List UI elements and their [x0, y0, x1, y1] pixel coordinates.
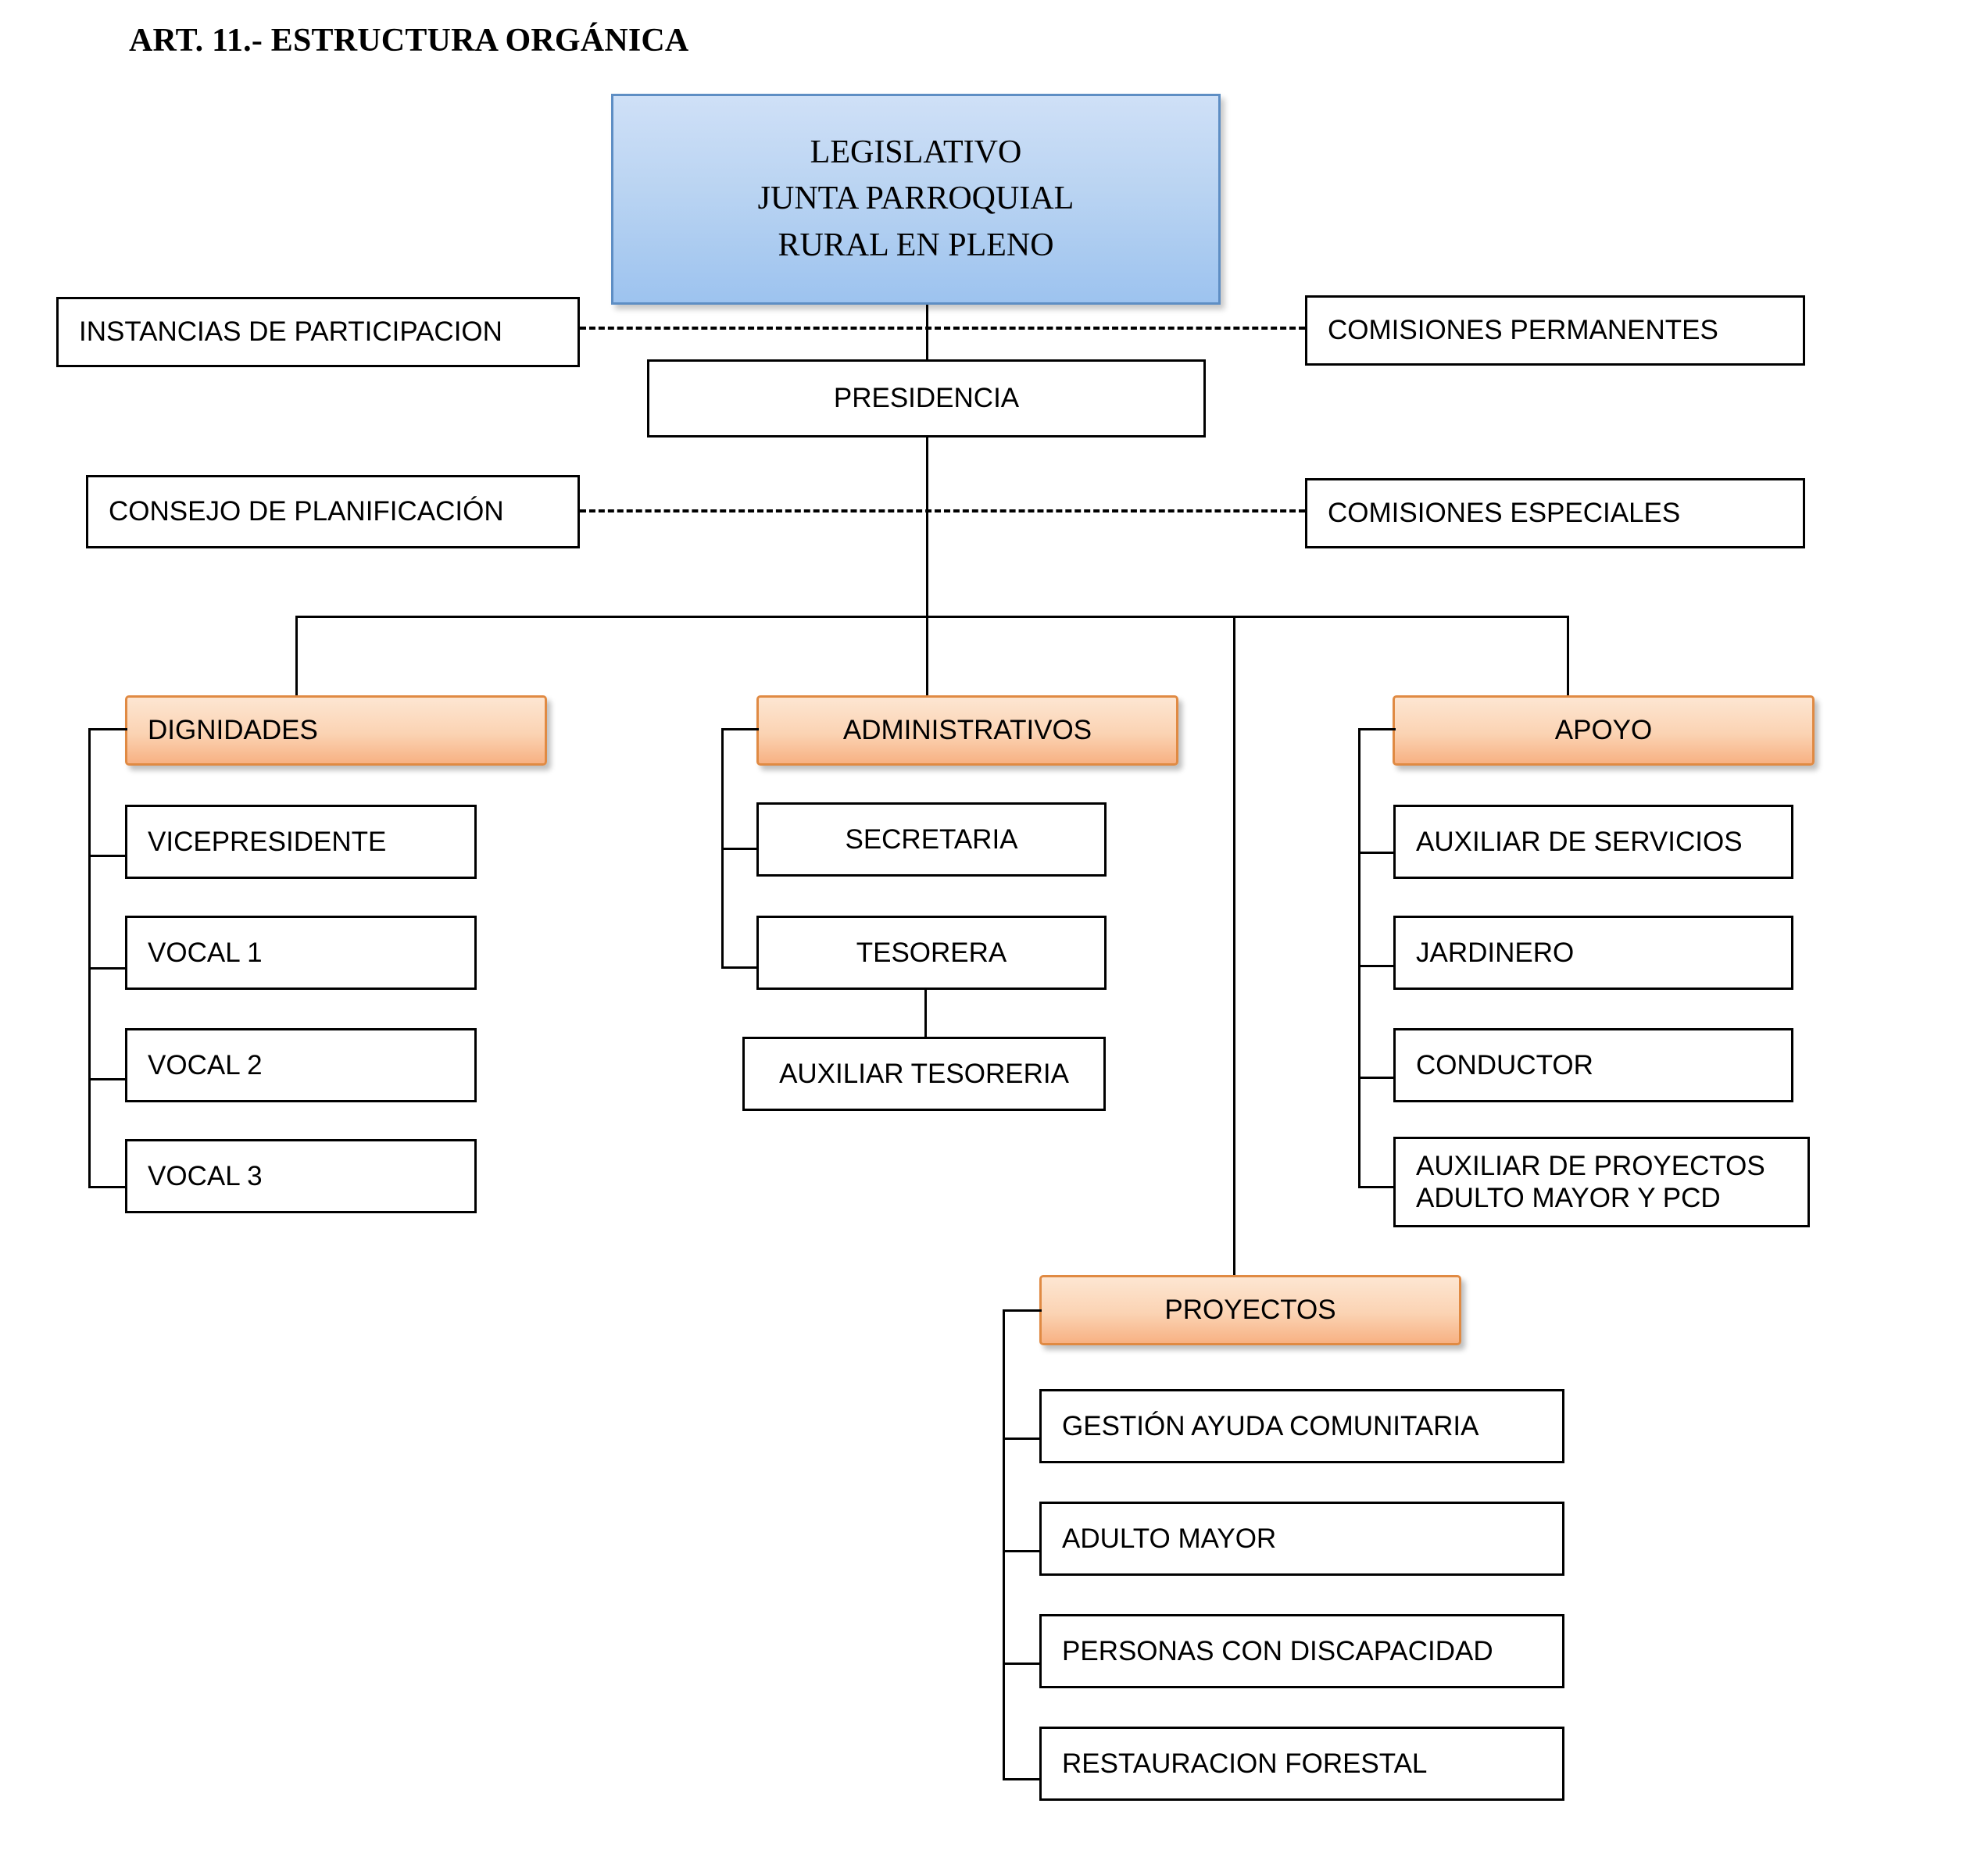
node-restauracion-forestal[interactable]: RESTAURACION FORESTAL	[1039, 1727, 1564, 1801]
auxiliar-proyectos-line-2: ADULTO MAYOR Y PCD	[1416, 1183, 1721, 1213]
top-box-line-1: LEGISLATIVO	[810, 134, 1022, 170]
bracket-spine-apoyo	[1358, 728, 1360, 1186]
dashed-connector-top	[580, 327, 1305, 330]
group-header-administrativos[interactable]: ADMINISTRATIVOS	[756, 695, 1178, 766]
bracket-spine-dignidades	[88, 728, 91, 1186]
node-vocal-2[interactable]: VOCAL 2	[125, 1028, 477, 1102]
auxiliar-servicios-label: AUXILIAR DE SERVICIOS	[1416, 826, 1743, 857]
page-title: ART. 11.- ESTRUCTURA ORGÁNICA	[129, 23, 689, 59]
secretaria-label: SECRETARIA	[845, 823, 1018, 855]
bracket-stub-proyectos-header	[1003, 1309, 1042, 1312]
dignidades-label: DIGNIDADES	[148, 715, 318, 746]
bracket-stub-secretaria	[721, 848, 759, 850]
comisiones-especiales-label: COMISIONES ESPECIALES	[1328, 498, 1681, 529]
trunk-line-top	[926, 305, 928, 372]
drop-to-apoyo	[1567, 616, 1569, 702]
bracket-stub-auxiliar-servicios	[1358, 852, 1396, 854]
node-personas-con-discapacidad[interactable]: PERSONAS CON DISCAPACIDAD	[1039, 1614, 1564, 1688]
connector-tesorera-to-auxiliar	[924, 990, 927, 1037]
bracket-stub-dignidades-header	[88, 728, 127, 730]
bracket-stub-tesorera	[721, 966, 759, 969]
node-comisiones-permanentes[interactable]: COMISIONES PERMANENTES	[1305, 295, 1805, 366]
tesorera-label: TESORERA	[856, 937, 1007, 968]
presidencia-label: PRESIDENCIA	[833, 383, 1020, 414]
group-header-proyectos[interactable]: PROYECTOS	[1039, 1275, 1461, 1345]
drop-to-proyectos	[1233, 616, 1235, 1278]
bracket-stub-auxiliar-proyectos	[1358, 1186, 1396, 1188]
auxiliar-tesoreria-label: AUXILIAR TESORERIA	[779, 1058, 1069, 1089]
bracket-stub-vocal-2	[88, 1078, 127, 1080]
dashed-connector-bottom	[580, 509, 1305, 512]
group-distribution-bar	[295, 616, 1569, 618]
node-instancias-de-participacion[interactable]: INSTANCIAS DE PARTICIPACION	[56, 297, 580, 367]
gestion-ayuda-label: GESTIÓN AYUDA COMUNITARIA	[1062, 1410, 1479, 1441]
restauracion-forestal-label: RESTAURACION FORESTAL	[1062, 1748, 1428, 1779]
node-gestion-ayuda-comunitaria[interactable]: GESTIÓN AYUDA COMUNITARIA	[1039, 1389, 1564, 1463]
drop-to-administrativos	[926, 616, 928, 702]
bracket-stub-administrativos-header	[721, 728, 759, 730]
bracket-stub-personas-discapacidad	[1003, 1662, 1042, 1665]
node-vicepresidente[interactable]: VICEPRESIDENTE	[125, 805, 477, 879]
apoyo-label: APOYO	[1554, 715, 1653, 746]
bracket-stub-vocal-1	[88, 967, 127, 970]
group-header-dignidades[interactable]: DIGNIDADES	[125, 695, 547, 766]
bracket-stub-restauracion-forestal	[1003, 1778, 1042, 1780]
administrativos-label: ADMINISTRATIVOS	[842, 715, 1092, 746]
conductor-label: CONDUCTOR	[1416, 1049, 1593, 1080]
node-auxiliar-tesoreria[interactable]: AUXILIAR TESORERIA	[742, 1037, 1106, 1111]
node-adulto-mayor[interactable]: ADULTO MAYOR	[1039, 1502, 1564, 1576]
node-comisiones-especiales[interactable]: COMISIONES ESPECIALES	[1305, 478, 1805, 548]
bracket-stub-conductor	[1358, 1077, 1396, 1079]
bracket-stub-apoyo-header	[1358, 728, 1396, 730]
vocal-1-label: VOCAL 1	[148, 937, 263, 968]
node-tesorera[interactable]: TESORERA	[756, 916, 1107, 990]
bracket-stub-vocal-3	[88, 1186, 127, 1188]
top-box-line-3: RURAL EN PLENO	[778, 227, 1054, 263]
vocal-2-label: VOCAL 2	[148, 1049, 263, 1080]
bracket-stub-adulto-mayor	[1003, 1550, 1042, 1552]
node-legislativo-junta-parroquial[interactable]: LEGISLATIVO JUNTA PARROQUIAL RURAL EN PL…	[611, 94, 1221, 305]
top-box-line-2: JUNTA PARROQUIAL	[757, 180, 1074, 217]
proyectos-label: PROYECTOS	[1164, 1295, 1336, 1326]
bracket-spine-proyectos	[1003, 1309, 1005, 1778]
node-vocal-1[interactable]: VOCAL 1	[125, 916, 477, 990]
node-auxiliar-de-proyectos-adulto-mayor-pcd[interactable]: AUXILIAR DE PROYECTOS ADULTO MAYOR Y PCD	[1393, 1137, 1810, 1227]
node-jardinero[interactable]: JARDINERO	[1393, 916, 1793, 990]
drop-to-dignidades	[295, 616, 298, 702]
trunk-line-mid	[926, 438, 928, 617]
consejo-label: CONSEJO DE PLANIFICACIÓN	[109, 496, 504, 527]
vocal-3-label: VOCAL 3	[148, 1160, 263, 1191]
instancias-label: INSTANCIAS DE PARTICIPACION	[79, 316, 502, 348]
group-header-apoyo[interactable]: APOYO	[1393, 695, 1815, 766]
bracket-stub-jardinero	[1358, 965, 1396, 967]
node-presidencia[interactable]: PRESIDENCIA	[647, 359, 1206, 438]
auxiliar-proyectos-line-1: AUXILIAR DE PROYECTOS	[1416, 1150, 1765, 1181]
node-vocal-3[interactable]: VOCAL 3	[125, 1139, 477, 1213]
personas-discapacidad-label: PERSONAS CON DISCAPACIDAD	[1062, 1635, 1493, 1666]
bracket-stub-gestion-ayuda	[1003, 1438, 1042, 1440]
jardinero-label: JARDINERO	[1416, 937, 1575, 968]
node-auxiliar-de-servicios[interactable]: AUXILIAR DE SERVICIOS	[1393, 805, 1793, 879]
node-secretaria[interactable]: SECRETARIA	[756, 802, 1107, 877]
node-conductor[interactable]: CONDUCTOR	[1393, 1028, 1793, 1102]
comisiones-permanentes-label: COMISIONES PERMANENTES	[1328, 315, 1718, 346]
node-consejo-de-planificacion[interactable]: CONSEJO DE PLANIFICACIÓN	[86, 475, 580, 548]
vicepresidente-label: VICEPRESIDENTE	[148, 826, 387, 857]
adulto-mayor-label: ADULTO MAYOR	[1062, 1523, 1277, 1554]
bracket-stub-vicepresidente	[88, 855, 127, 857]
